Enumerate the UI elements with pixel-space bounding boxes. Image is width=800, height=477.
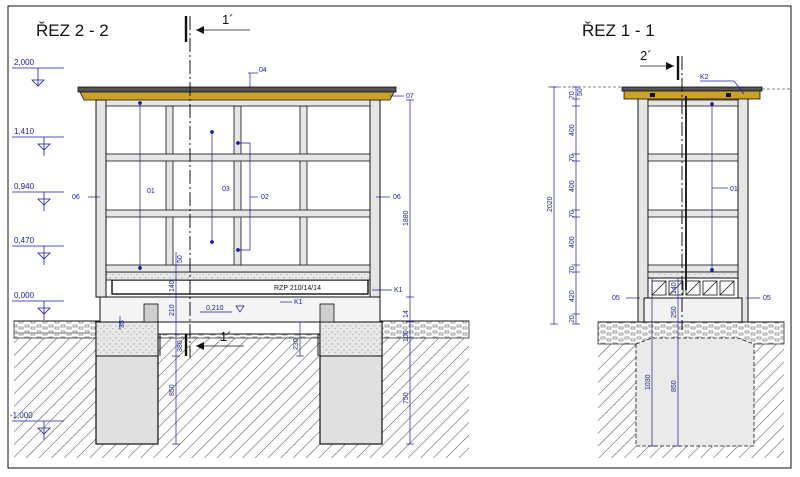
dim-750: 750	[403, 392, 410, 404]
section-line-1	[184, 16, 250, 358]
dim-50-right: 50	[577, 88, 584, 96]
ground-right	[597, 321, 785, 458]
dim-14: 14	[403, 310, 410, 318]
section-mark-top: 1´	[222, 12, 234, 27]
label-06-right: 06	[393, 194, 401, 201]
label-rzp: RZP 210/14/14	[274, 285, 321, 292]
section-mark-bottom: 1´	[220, 329, 232, 344]
dim-1030: 1030	[645, 374, 652, 390]
frame-right	[548, 86, 790, 323]
level-0940: 0,940	[14, 182, 35, 191]
ground-left	[13, 320, 470, 458]
dim-70-d: 70	[569, 266, 576, 274]
dim-400-a: 400	[569, 124, 576, 136]
label-k1-right: K1	[394, 287, 403, 294]
dim-1880: 1880	[403, 210, 410, 226]
dim-20: 20	[569, 315, 576, 323]
dim-210: 210	[169, 304, 176, 316]
label-06-left: 06	[72, 194, 80, 201]
label-01: 01	[147, 188, 155, 195]
dim-100: 100	[403, 330, 410, 342]
dimensions-left	[119, 99, 414, 445]
level-2000: 2,000	[14, 58, 35, 67]
dim-250: 250	[671, 306, 678, 318]
dim-70-top: 70	[569, 91, 576, 99]
label-k2: K2	[700, 74, 709, 81]
dim-230: 230	[293, 338, 300, 350]
base-frame-left	[99, 271, 381, 323]
level-1410: 1,410	[14, 127, 35, 136]
title-section-2-2: ŘEZ 2 - 2	[36, 21, 109, 40]
label-05-left: 05	[612, 295, 620, 302]
dim-35: 35	[119, 320, 126, 328]
dim-140-right: 140	[671, 282, 678, 294]
leaders-right	[626, 80, 760, 299]
dim-850-right: 850	[671, 380, 678, 392]
dim-420: 420	[569, 290, 576, 302]
label-05-right: 05	[763, 295, 771, 302]
dimensions-right	[550, 86, 682, 447]
level-0470: 0,470	[14, 236, 35, 245]
dim-50: 50	[177, 255, 184, 263]
roof-left	[77, 86, 397, 101]
dim-400-c: 400	[569, 236, 576, 248]
dim-2020: 2020	[547, 196, 554, 212]
level-0210: 0,210	[206, 305, 224, 312]
dim-380: 380	[177, 340, 184, 352]
label-01-right: 01	[730, 186, 738, 193]
label-07: 07	[406, 93, 414, 100]
level-0000: 0,000	[14, 291, 35, 300]
label-04: 04	[259, 67, 267, 74]
foundations-left	[95, 321, 383, 445]
title-section-1-1: ŘEZ 1 - 1	[582, 21, 655, 40]
label-02: 02	[261, 194, 269, 201]
dim-400-b: 400	[569, 180, 576, 192]
dim-850: 850	[169, 384, 176, 396]
leaders-left	[88, 72, 404, 303]
section-mark-2: 2´	[640, 48, 652, 63]
dim-70-b: 70	[569, 154, 576, 162]
label-k1-center: K1	[294, 299, 303, 306]
label-03: 03	[222, 186, 230, 193]
dim-140: 140	[169, 280, 176, 292]
section-line-2	[640, 56, 687, 330]
dim-70-c: 70	[569, 210, 576, 218]
